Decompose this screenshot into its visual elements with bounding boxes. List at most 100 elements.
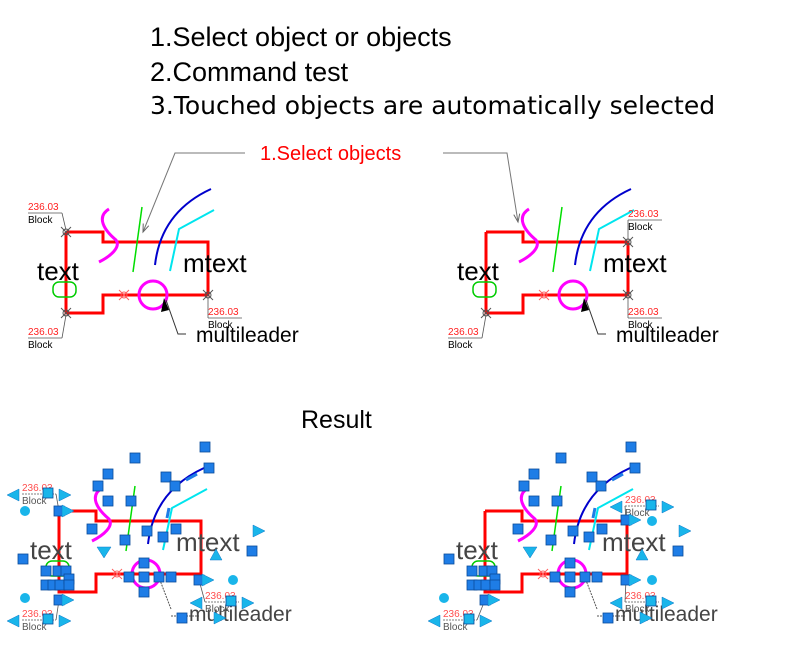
magenta-spline [98, 207, 119, 264]
grip-block-label [645, 499, 657, 511]
block-value-label: 236.03 [628, 307, 659, 318]
block-value-label: 236.03 [625, 591, 656, 602]
block-name-label: Block [208, 320, 233, 331]
block-insert-marker-b [622, 236, 634, 248]
callout-leader-right [443, 152, 518, 222]
point-marker-c [540, 291, 548, 299]
block-leader [481, 314, 487, 339]
blue-arc [154, 188, 212, 266]
grip [564, 557, 576, 569]
grip-arrow [427, 614, 441, 628]
grip-table-arrow [522, 546, 538, 559]
grip-multileader [602, 612, 614, 624]
grip [545, 534, 557, 546]
grip-mtext [596, 523, 608, 535]
grip [102, 495, 114, 507]
grip [629, 462, 641, 474]
midgrip [591, 507, 597, 519]
grip-arrow [58, 488, 72, 502]
point-marker-c [120, 291, 128, 299]
grip [564, 571, 576, 583]
grip-dot [647, 516, 657, 526]
grip-arrow [678, 524, 692, 538]
revision-cloud [52, 281, 77, 298]
grip [125, 495, 137, 507]
block-value-label: 236.03 [208, 307, 239, 318]
block-name-label: Block [205, 604, 230, 615]
text-object: text [457, 256, 500, 286]
point-marker-c [113, 570, 121, 578]
grip [160, 471, 172, 483]
text-object: text [37, 256, 80, 286]
grip-spline-end [512, 523, 524, 535]
grip-cloud [466, 565, 478, 577]
grip [92, 480, 104, 492]
block-insert-marker-b [480, 307, 492, 319]
grip-arrow [201, 573, 215, 587]
block-value-label: 236.03 [28, 327, 59, 338]
grip-block-label [645, 595, 657, 607]
point-marker-b [118, 289, 130, 301]
grip-text [443, 553, 455, 565]
grip [528, 468, 540, 480]
instruction-step-1: 1.Select object or objects [150, 22, 452, 52]
point-marker-b [537, 568, 549, 580]
magenta-spline [517, 486, 538, 543]
block-name-label: Block [625, 508, 650, 519]
block-name-label: Block [22, 622, 47, 633]
select-objects-callout: 1.Select objects [260, 143, 402, 165]
grip [583, 531, 595, 543]
blue-arc [574, 188, 632, 266]
grip [595, 480, 607, 492]
grip [625, 441, 637, 453]
magenta-circle [137, 279, 169, 311]
grip-arrow [628, 573, 642, 587]
cyan-polyline [169, 209, 215, 272]
mtext-object: mtext [183, 248, 247, 278]
red-polyline [483, 509, 629, 594]
grip [138, 586, 150, 598]
grip [567, 525, 579, 537]
grip [199, 441, 211, 453]
grip-dot [20, 593, 30, 603]
block-name-label: Block [628, 320, 653, 331]
block-name-label: Block [448, 340, 473, 351]
instruction-step-3: 3.Touched objects are automatically sele… [150, 91, 716, 120]
grip-arrow [213, 611, 227, 625]
grip [129, 452, 141, 464]
grip-block-label [42, 613, 54, 625]
grip-arrow [639, 611, 653, 625]
grip-arrow [241, 596, 255, 610]
red-polyline [57, 509, 203, 594]
block-name-label: Block [28, 215, 53, 226]
grip-text [17, 553, 29, 565]
grip-arrow [635, 548, 649, 561]
grip-mtext [672, 545, 684, 557]
grip [591, 571, 603, 583]
grip-arrow [252, 524, 266, 538]
block-insert-marker-b [202, 289, 214, 301]
block-value-label: 236.03 [28, 202, 59, 213]
mtext-object: mtext [603, 248, 667, 278]
text-object: text [456, 535, 499, 565]
grip-multileader [176, 612, 188, 624]
grip-cloud [54, 579, 66, 591]
grip-cloud [489, 579, 501, 591]
grip-mtext [170, 523, 182, 535]
text-object: text [30, 535, 73, 565]
grip-arrow [6, 614, 20, 628]
block-value-label: 236.03 [443, 609, 474, 620]
block-value-label: 236.03 [625, 495, 656, 506]
grip [555, 452, 567, 464]
grip [165, 571, 177, 583]
block-name-label: Block [628, 222, 653, 233]
block-insert-marker-b [60, 307, 72, 319]
grip-cloud [40, 565, 52, 577]
grip-block-label [463, 613, 475, 625]
point-marker-b [111, 568, 123, 580]
